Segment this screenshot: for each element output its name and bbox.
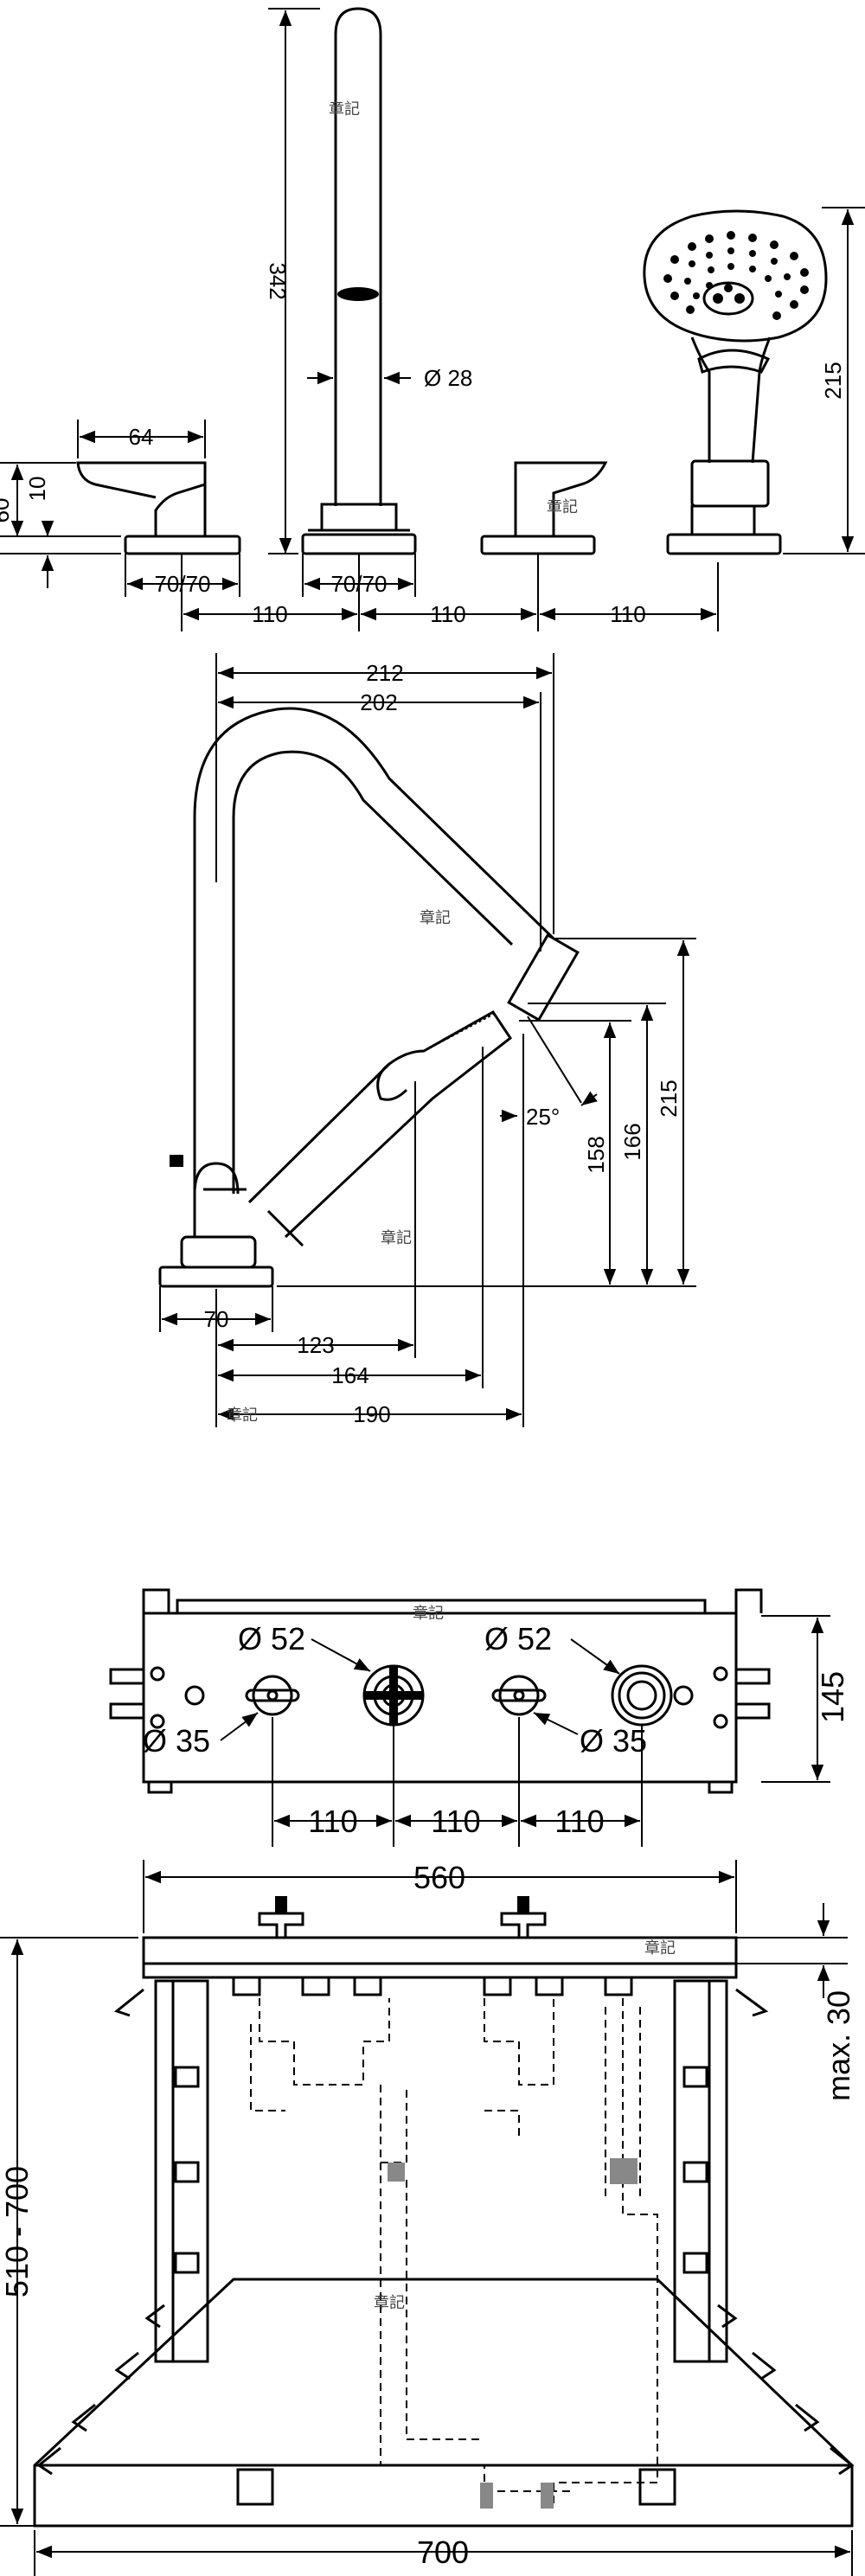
dim-110-a: 110 [308, 1804, 357, 1839]
dim-110-c: 110 [610, 601, 645, 627]
stamp: 章記 [329, 100, 360, 118]
hand-shower [643, 209, 828, 555]
dim-70-70-mid: 70/70 [330, 571, 387, 597]
spout [301, 7, 417, 555]
dim-60: 60 [0, 498, 14, 523]
connection-right-valve [491, 1675, 547, 1716]
dim-158: 158 [583, 1136, 609, 1173]
dim-diameter-28: Ø 28 [424, 365, 472, 391]
dim-70-70-left: 70/70 [154, 571, 210, 597]
dim-145: 145 [815, 1671, 850, 1723]
dim-angle-25: 25° [526, 1104, 560, 1130]
top-view-install-body: Ø 52 Ø 52 Ø 35 Ø 35 145 110 110 110 章記 [109, 1588, 850, 1847]
dimension-lines-view4 [0, 1860, 853, 2576]
dim-10: 10 [24, 477, 50, 502]
stamp: 章記 [374, 2294, 405, 2311]
dim-215: 215 [656, 1080, 682, 1117]
stamp: 章記 [413, 1605, 444, 1622]
spray-nozzles [663, 231, 809, 320]
dim-110-c: 110 [554, 1804, 604, 1839]
dim-190: 190 [353, 1401, 390, 1427]
dimension-lines-view2 [159, 653, 696, 1427]
dim-110-b: 110 [431, 1804, 480, 1839]
dim-164: 164 [331, 1362, 368, 1388]
dim-70-base: 70 [204, 1306, 229, 1332]
threaded-stub [388, 2158, 638, 2509]
stamp: 章記 [227, 1407, 258, 1424]
install-frame-view: 560 max. 30 510 - 700 700 章記 章記 [0, 1860, 856, 2576]
dim-110-b: 110 [430, 601, 465, 627]
dim-700: 700 [417, 2534, 469, 2570]
dim-560: 560 [413, 1860, 465, 1895]
front-view: 342 Ø 28 64 60 10 70/70 70/70 110 110 11… [0, 7, 865, 631]
dim-342: 342 [265, 262, 291, 299]
dim-diameter-35-left: Ø 35 [143, 1723, 210, 1759]
dim-64: 64 [129, 424, 154, 450]
stamp: 章記 [381, 1229, 412, 1246]
connection-spout [362, 1664, 425, 1727]
dim-diameter-52-left: Ø 52 [238, 1621, 305, 1656]
dimension-lines-view1 [0, 8, 865, 631]
dim-diameter-35-right: Ø 35 [580, 1723, 647, 1759]
dim-max-30: max. 30 [821, 1990, 856, 2101]
dimension-labels-view1: 342 Ø 28 64 60 10 70/70 70/70 110 110 11… [0, 100, 846, 627]
left-valve-handle [76, 461, 241, 555]
dim-202: 202 [360, 689, 397, 715]
dim-215-shower: 215 [820, 362, 846, 399]
dim-110-a: 110 [252, 601, 287, 627]
stamp: 章記 [547, 498, 578, 516]
dimension-lines-view3 [220, 1615, 830, 1847]
connection-left-valve [245, 1675, 300, 1716]
dim-diameter-52-right: Ø 52 [484, 1621, 552, 1656]
dimension-labels-view2: 212 202 215 166 158 25° 70 123 164 190 章… [204, 660, 682, 1427]
dimension-labels-view3: Ø 52 Ø 52 Ø 35 Ø 35 145 110 110 110 章記 [143, 1605, 850, 1839]
side-view: 212 202 215 166 158 25° 70 123 164 190 章… [158, 653, 696, 1427]
dim-212: 212 [366, 660, 403, 686]
stamp: 章記 [644, 1939, 676, 1957]
dim-166: 166 [619, 1123, 645, 1160]
dim-123: 123 [297, 1332, 334, 1358]
stamp: 章記 [420, 909, 451, 926]
right-valve-handle [480, 461, 608, 555]
dimension-labels-view4: 560 max. 30 510 - 700 700 章記 章記 [0, 1860, 856, 2570]
spout-side-profile [158, 707, 580, 1288]
hidden-pipework [250, 1998, 658, 2509]
dim-510-700: 510 - 700 [0, 2166, 35, 2297]
connection-shower [611, 1664, 673, 1727]
